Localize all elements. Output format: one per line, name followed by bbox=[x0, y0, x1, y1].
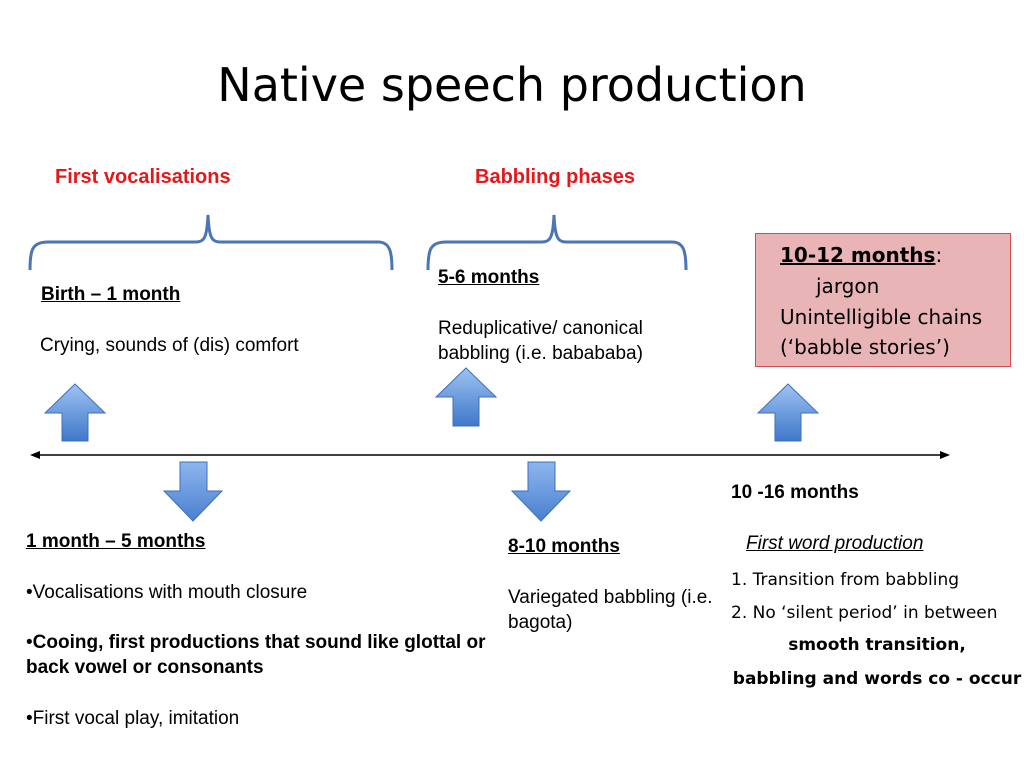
brace-first-vocalisations bbox=[28, 214, 394, 271]
stage-8-10-description: Variegated babbling (i.e. bagota) bbox=[508, 587, 713, 633]
stage-1-5-bullet-2: •Cooing, first productions that sound li… bbox=[26, 630, 496, 680]
stage-1-5-bullet-2-text: Cooing, first productions that sound lik… bbox=[26, 632, 486, 678]
stage-10-12-line3: (‘babble stories’) bbox=[780, 335, 950, 359]
timeline-arrow bbox=[30, 451, 950, 459]
stage-8-10-period: 8-10 months bbox=[508, 536, 620, 557]
arrow-down-8-10-icon bbox=[510, 461, 572, 522]
stage-birth-description: Crying, sounds of (dis) comfort bbox=[40, 335, 299, 356]
arrow-up-5-6-icon bbox=[434, 367, 498, 427]
stage-10-12-period: 10-12 months bbox=[780, 243, 936, 267]
stage-10-12-jargon: jargon bbox=[816, 274, 880, 298]
stage-10-16-item-2: 2. No ‘silent period’ in between bbox=[731, 603, 998, 623]
stage-10-16-note-2: babbling and words co - occur bbox=[732, 669, 1022, 689]
jargon-box: 10-12 months: jargon Unintelligible chai… bbox=[755, 233, 1011, 367]
stage-1-5-bullet-1: •Vocalisations with mouth closure bbox=[26, 582, 308, 603]
stage-1-5-bullet-2-mark: • bbox=[26, 632, 33, 653]
stage-5-6-description: Reduplicative/ canonical babbling (i.e. … bbox=[438, 318, 643, 364]
heading-babbling-phases: Babbling phases bbox=[475, 166, 636, 188]
stage-birth-period: Birth – 1 month bbox=[41, 284, 181, 305]
slide-title: Native speech production bbox=[217, 58, 807, 112]
brace-babbling-phases bbox=[426, 214, 688, 271]
stage-10-12-line2: Unintelligible chains bbox=[780, 305, 983, 329]
arrow-up-10-12-icon bbox=[756, 383, 820, 442]
stage-1-5-period: 1 month – 5 months bbox=[26, 531, 206, 552]
stage-10-16-subtitle: First word production bbox=[746, 533, 924, 554]
stage-10-16-item-1: 1. Transition from babbling bbox=[731, 570, 960, 590]
stage-10-12-colon: : bbox=[935, 243, 943, 267]
stage-10-16-period: 10 -16 months bbox=[731, 482, 859, 503]
arrow-down-1-5-icon bbox=[162, 461, 224, 522]
arrow-up-birth-icon bbox=[43, 383, 107, 442]
stage-10-16-note-1: smooth transition, bbox=[788, 635, 966, 655]
stage-1-5-bullet-3: •First vocal play, imitation bbox=[26, 708, 240, 729]
heading-first-vocalisations: First vocalisations bbox=[55, 166, 231, 188]
stage-5-6-period: 5-6 months bbox=[438, 267, 540, 288]
